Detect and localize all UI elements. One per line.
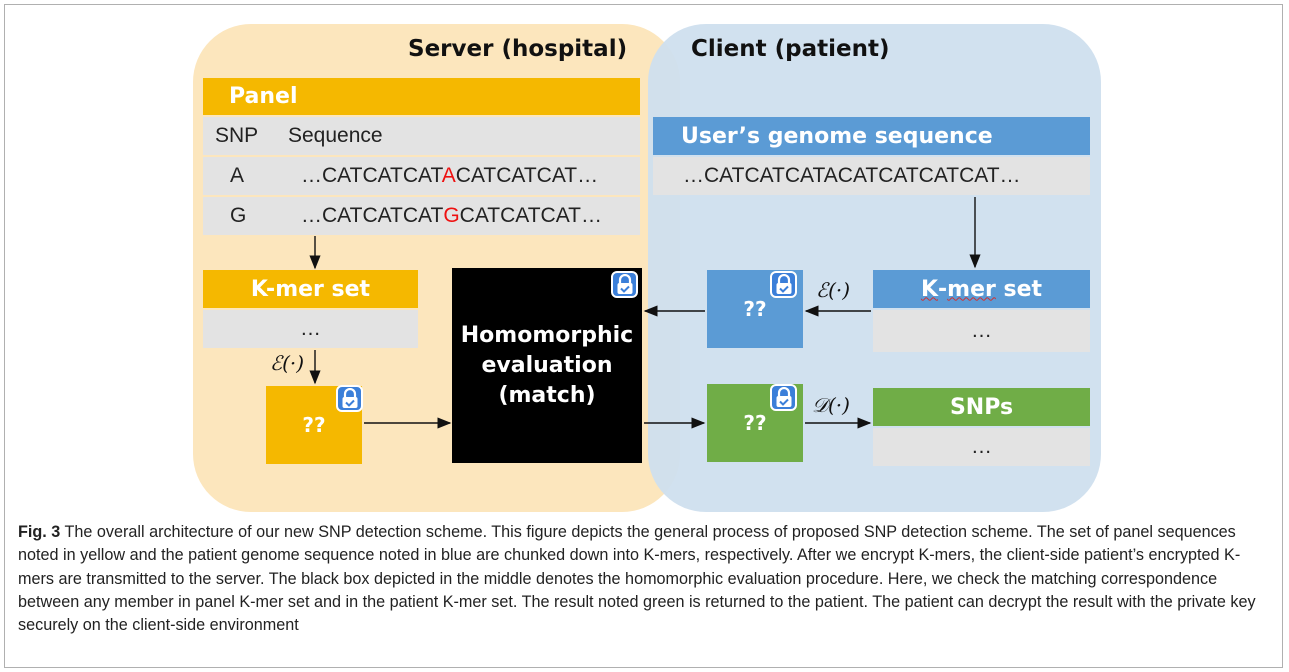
- lock-icon: [611, 271, 638, 298]
- lock-icon: [336, 385, 363, 412]
- panel-col-sequence: Sequence: [288, 124, 383, 147]
- panel-row-sequence: …CATCATCATGCATCATCAT…: [301, 204, 602, 227]
- homomorphic-line: evaluation: [481, 352, 613, 378]
- panel-header-row: SNP Sequence: [203, 117, 640, 155]
- client-kmer-header: K-mer set: [873, 270, 1090, 308]
- homomorphic-evaluation-box: Homomorphic evaluation (match): [452, 268, 642, 463]
- panel-row-snp: A: [230, 164, 245, 187]
- server-title: Server (hospital): [408, 36, 628, 62]
- server-kmer-header: K-mer set: [203, 270, 418, 308]
- homomorphic-line: (match): [498, 382, 596, 408]
- homomorphic-line: Homomorphic: [460, 322, 634, 348]
- snps-items: …: [873, 428, 1090, 466]
- panel-row-sequence: …CATCATCATACATCATCAT…: [301, 164, 599, 187]
- panel-row-snp: G: [230, 204, 247, 227]
- encrypt-label: ℰ(·): [270, 351, 305, 375]
- user-genome-header: User’s genome sequence: [653, 117, 1090, 155]
- lock-icon: [770, 384, 797, 411]
- caption-text: The overall architecture of our new SNP …: [18, 523, 1256, 635]
- server-kmer-items: …: [203, 310, 418, 348]
- caption-label: Fig. 3: [18, 523, 61, 541]
- panel-row: A …CATCATCATACATCATCAT…: [203, 157, 640, 195]
- lock-icon: [770, 271, 797, 298]
- client-kmer-items: …: [873, 310, 1090, 352]
- user-genome-sequence: …CATCATCATACATCATCATCAT…: [653, 157, 1090, 195]
- encrypt-label: ℰ(·): [816, 278, 851, 302]
- decrypt-label: 𝒟(·): [812, 393, 850, 417]
- figure-caption: Fig. 3 The overall architecture of our n…: [18, 521, 1268, 637]
- panel-row: G …CATCATCATGCATCATCAT…: [203, 197, 640, 235]
- panel-header: Panel: [203, 78, 640, 115]
- client-title: Client (patient): [691, 36, 890, 62]
- snps-header: SNPs: [873, 388, 1090, 426]
- panel-col-snp: SNP: [215, 124, 259, 147]
